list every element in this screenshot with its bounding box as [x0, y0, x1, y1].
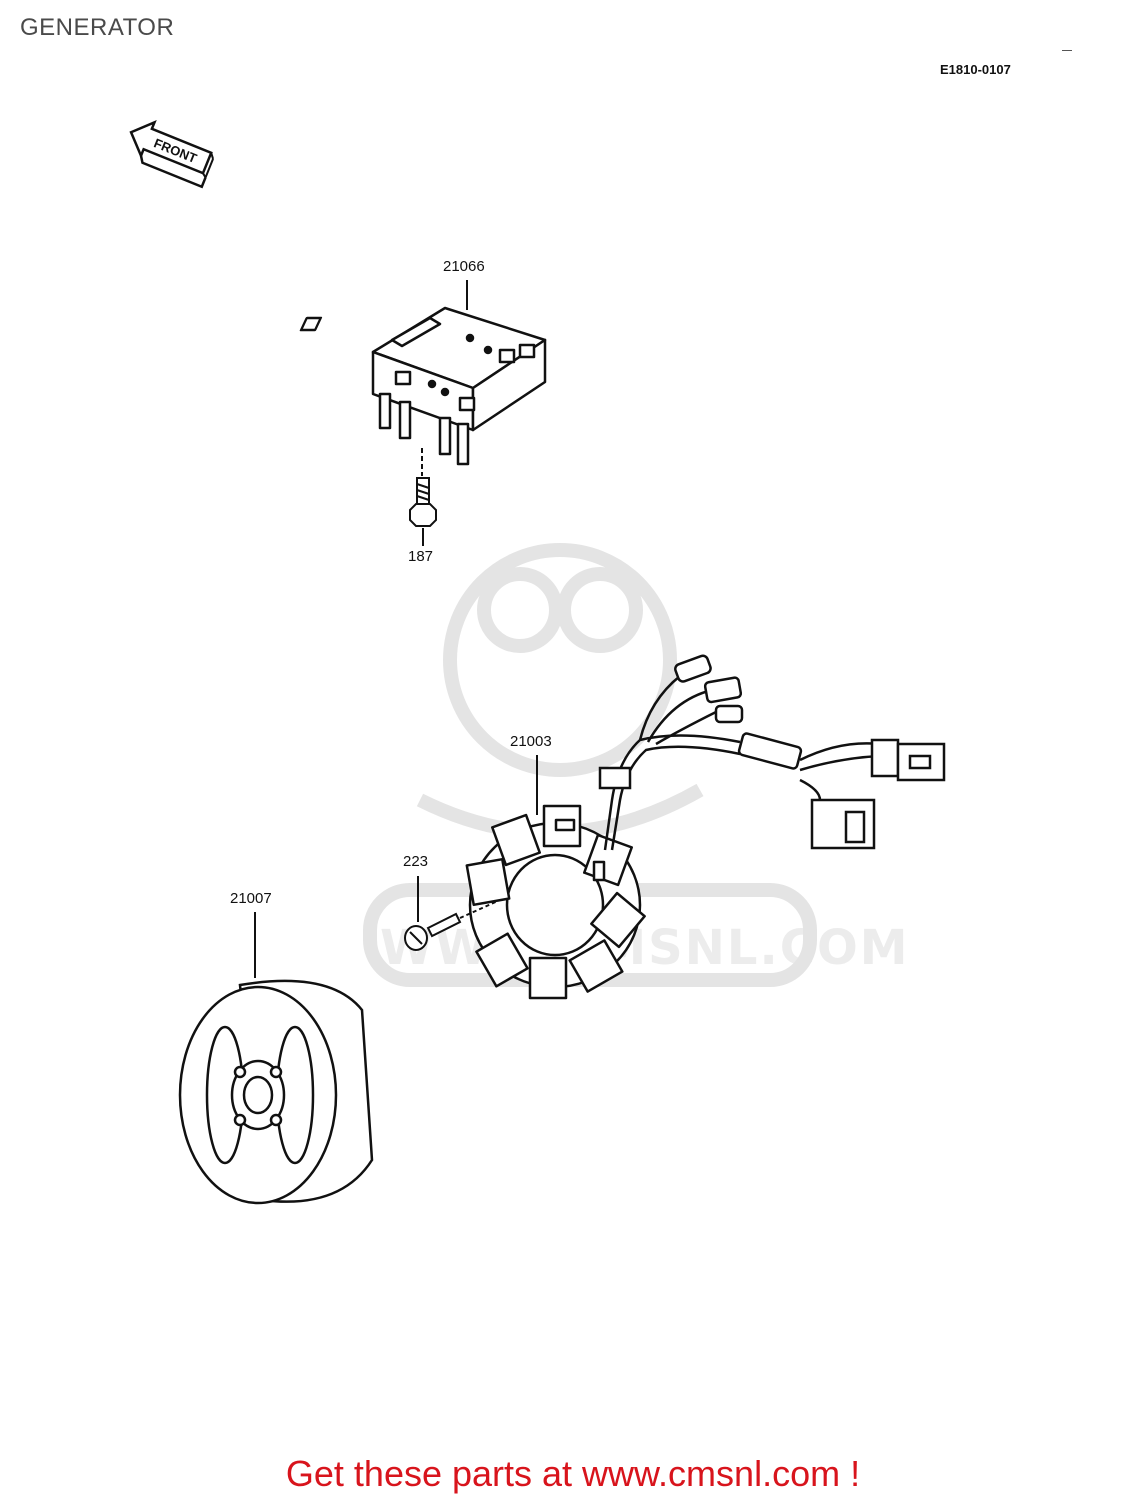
front-arrow-icon: FRONT: [129, 119, 215, 189]
stator-coil: [465, 804, 646, 1000]
part-label-223: 223: [403, 853, 429, 870]
parts-diagram: FRONT: [129, 119, 946, 1205]
part-label-21007: 21007: [230, 890, 272, 907]
part-label-21066: 21066: [443, 258, 485, 275]
cmsnl-footer-link[interactable]: Get these parts at www.cmsnl.com !: [285, 1453, 861, 1494]
regulator-bolt: [409, 448, 437, 546]
diagram-code: E1810-0107: [940, 62, 1011, 77]
dash-mark: [1062, 50, 1072, 51]
regulator-rectifier: [299, 306, 547, 466]
page-title: GENERATOR: [20, 14, 175, 41]
flywheel-rotor: [178, 912, 374, 1205]
stator-screw: [404, 876, 501, 951]
part-label-187: 187: [408, 548, 434, 565]
watermark-text: WWW.CMSNL.COM: [380, 920, 910, 976]
stator-wiring-harness: [598, 654, 946, 851]
part-label-21003: 21003: [510, 733, 552, 750]
